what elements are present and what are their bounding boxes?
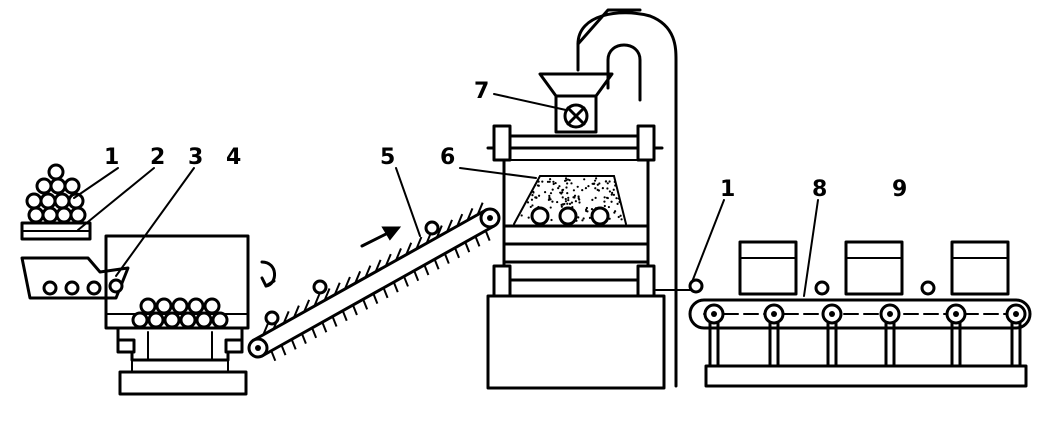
packing-boxes <box>738 240 1010 296</box>
hopper-7 <box>538 72 614 134</box>
label-4: 4 <box>226 145 241 170</box>
processing-tank <box>104 234 276 330</box>
supply-tray <box>20 221 92 241</box>
label-9: 9 <box>892 177 907 202</box>
inclined-conveyor <box>247 202 501 362</box>
label-8: 8 <box>812 177 827 202</box>
ball-stack <box>25 163 87 224</box>
label-6: 6 <box>440 145 455 170</box>
label-5: 5 <box>380 145 395 170</box>
pipe-duct <box>576 8 678 388</box>
feed-chute <box>20 256 130 300</box>
label-7: 7 <box>474 79 489 104</box>
label-2: 2 <box>150 145 165 170</box>
spray-chamber <box>486 124 701 390</box>
output-conveyor <box>688 278 1032 388</box>
tank-base <box>116 326 248 396</box>
label-3: 3 <box>188 145 203 170</box>
label-1: 1 <box>104 145 119 170</box>
leader-lines <box>73 93 819 297</box>
label-1-second: 1 <box>720 177 735 202</box>
